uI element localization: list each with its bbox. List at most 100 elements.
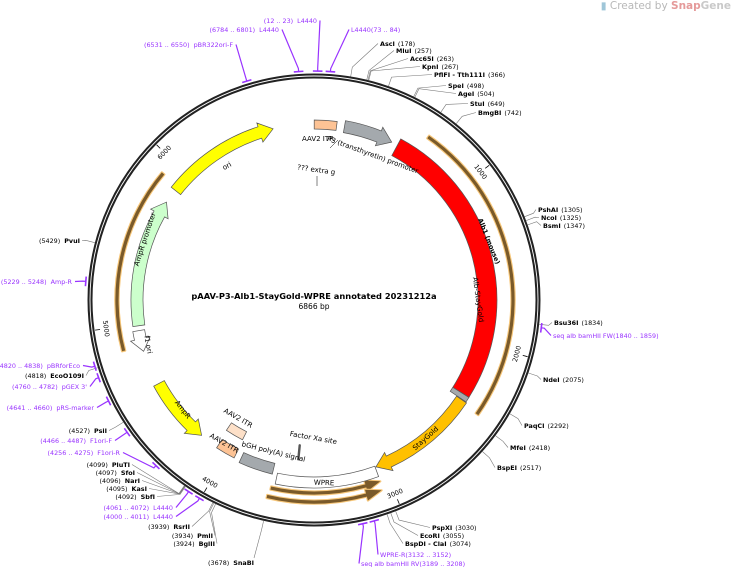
primer-binding-mark[interactable] [105, 396, 112, 406]
enzyme-site-label[interactable]: AgeI(504) [458, 90, 494, 98]
orf-arc[interactable] [114, 171, 166, 353]
feature-label[interactable]: AAV2 ITR [302, 135, 334, 143]
enzyme-site-label[interactable]: (3678)SnaBI [208, 559, 254, 567]
primer-binding-mark[interactable] [84, 276, 87, 287]
enzyme-site-label[interactable]: NcoI(1325) [541, 214, 581, 222]
feature-aav2-itr[interactable] [313, 119, 338, 131]
feature-label[interactable]: Factor Xa site [289, 430, 337, 446]
enzyme-site-label[interactable]: (3939)RsrII [148, 523, 190, 531]
primer-binding-mark[interactable] [194, 495, 205, 502]
feature-ampr-promoter[interactable] [129, 329, 151, 352]
tick-label: 2000 [511, 345, 523, 363]
enzyme-site-label[interactable]: AscI(178) [380, 40, 415, 48]
primer-start: 4256 [50, 449, 66, 457]
feature-ori[interactable] [170, 122, 274, 196]
enzyme-position: 3030 [458, 524, 474, 532]
orf-arc[interactable] [426, 134, 516, 417]
enzyme-site-label[interactable]: PshAI(1305) [538, 206, 583, 214]
feature-label[interactable]: ori [221, 161, 233, 172]
enzyme-site-label[interactable]: PflFI - Tth111I(366) [434, 71, 505, 79]
enzyme-name: PaqCI [524, 422, 544, 430]
enzyme-site-label[interactable]: KpnI(267) [422, 63, 459, 71]
primer-label[interactable]: (4256 .. 4275)F1ori-R [48, 449, 121, 457]
feature-aav2-itr[interactable] [216, 438, 240, 459]
enzyme-leader-line [509, 413, 523, 426]
feature-alb-staygold[interactable] [449, 386, 470, 403]
feature-label[interactable]: ??? extra g [297, 163, 336, 176]
enzyme-site-label[interactable]: (4096)NarI [100, 477, 140, 485]
feature-label[interactable]: WPRE [314, 479, 335, 488]
primer-binding-mark[interactable] [184, 488, 194, 495]
enzyme-name: SnaBI [233, 559, 254, 567]
orf-arc[interactable] [265, 488, 383, 505]
enzyme-site-label[interactable]: (4092)SbfI [115, 493, 155, 501]
primer-binding-mark[interactable] [539, 322, 543, 333]
primer-binding-mark[interactable] [123, 427, 131, 437]
primer-label[interactable]: (4641 .. 4660)pRS-marker [7, 404, 95, 412]
feature-label[interactable]: f1 ori [142, 335, 153, 354]
primer-end: 4072 [130, 504, 146, 512]
enzyme-site-label[interactable]: (4097)SfoI [96, 469, 135, 477]
primer-label[interactable]: L4440(73 .. 84) [351, 26, 400, 34]
primer-binding-mark[interactable] [241, 78, 252, 84]
enzyme-name: BsmI [543, 222, 561, 230]
feature-label[interactable]: AAV2 ITR [222, 407, 254, 430]
primer-end: 6801 [236, 26, 252, 34]
enzyme-site-label[interactable]: (4527)PsiI [69, 427, 107, 435]
enzyme-site-label[interactable]: NdeI(2075) [543, 376, 584, 384]
feature-factor-xa-site[interactable] [297, 444, 301, 461]
enzyme-site-label[interactable]: MfeI(2418) [510, 444, 550, 452]
primer-binding-mark[interactable] [96, 372, 102, 383]
plasmid-length: 6866 bp [299, 302, 330, 311]
enzyme-position: 3055 [445, 532, 461, 540]
enzyme-site-label[interactable]: (3934)PmlI [172, 532, 213, 540]
primer-label[interactable]: (4760 .. 4782)pGEX 3' [12, 383, 87, 391]
enzyme-site-label[interactable]: SpeI(498) [448, 82, 484, 90]
enzyme-site-label[interactable]: EcoRI(3055) [420, 532, 464, 540]
enzyme-site-label[interactable]: (3924)BglII [173, 540, 215, 548]
primer-label[interactable]: (6784 .. 6801)L4440 [210, 26, 280, 34]
primer-label[interactable]: (4466 .. 4487)F1ori-F [40, 437, 112, 445]
primer-binding-mark[interactable] [325, 70, 336, 73]
enzyme-site-label[interactable]: BmgBI(742) [478, 109, 522, 117]
enzyme-site-label[interactable]: PspXI(3030) [432, 524, 477, 532]
primer-label[interactable]: (4000 .. 4011)L4440 [104, 513, 174, 521]
enzyme-site-label[interactable]: BspEI(2517) [497, 464, 541, 472]
primer-label[interactable]: seq alb bamHII RV(3189 .. 3208) [361, 560, 465, 567]
feature-wpre[interactable] [274, 465, 380, 489]
enzyme-site-label[interactable]: (4818)EcoO109I [25, 372, 84, 380]
enzyme-site-label[interactable]: (4095)KasI [106, 485, 147, 493]
enzyme-position: 267 [444, 63, 456, 71]
enzyme-site-label[interactable]: BsmI(1347) [543, 222, 585, 230]
feature-bgh-poly-a-signal[interactable] [238, 452, 276, 475]
enzyme-site-label[interactable]: MluI(257) [396, 47, 432, 55]
feature-staygold[interactable] [375, 395, 467, 472]
primer-label[interactable]: (4061 .. 4072)L4440 [104, 504, 174, 512]
primer-label[interactable]: (6531 .. 6550)pBR322ori-F [144, 41, 233, 49]
primer-label[interactable]: (4820 .. 4838)pBRforEco [0, 362, 80, 370]
enzyme-site-label[interactable]: Acc65I(263) [410, 55, 454, 63]
primer-binding-mark[interactable] [357, 521, 368, 526]
primer-label[interactable]: (12 .. 23)L4440 [264, 17, 317, 25]
primer-binding-mark[interactable] [151, 461, 160, 470]
feature-ampr[interactable] [130, 201, 169, 327]
primer-label[interactable]: (5229 .. 5248)Amp-R [1, 278, 73, 286]
primer-label[interactable]: seq alb bamHII FW(1840 .. 1859) [553, 332, 659, 340]
enzyme-site-label[interactable]: PaqCI(2292) [524, 422, 569, 430]
enzyme-site-label[interactable]: StuI(649) [470, 100, 505, 108]
enzyme-site-label[interactable]: Bsu36I(1834) [554, 319, 603, 327]
primer-label[interactable]: WPRE-R(3132 .. 3152) [380, 551, 451, 559]
feature-f1-ori[interactable] [153, 380, 203, 436]
enzyme-site-label[interactable]: (4099)PluTI [87, 461, 130, 469]
primer-binding-mark[interactable] [369, 518, 380, 523]
feature-p3-transthyretin-promoter[interactable] [342, 120, 393, 147]
enzyme-site-label[interactable]: (5429)PvuI [39, 237, 80, 245]
feature-aav2-itr[interactable] [225, 422, 248, 441]
enzyme-leader-line [209, 502, 216, 536]
orf-arc[interactable] [269, 479, 382, 496]
primer-end: 4838 [24, 362, 40, 370]
primer-binding-mark[interactable] [293, 70, 304, 73]
enzyme-site-label[interactable]: BspDI - ClaI(3074) [405, 540, 471, 548]
logo-prefix: Created by [609, 0, 668, 12]
primer-binding-mark[interactable] [92, 361, 97, 372]
